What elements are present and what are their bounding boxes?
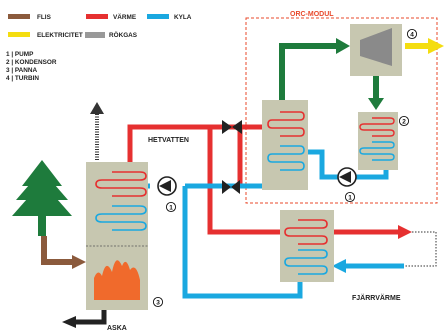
exchanger-cool-coil	[284, 249, 328, 275]
marker-condenser-label: 2	[402, 118, 406, 125]
hot-water-supply	[127, 124, 264, 162]
key-pump: 1 | PUMP	[6, 51, 34, 58]
boiler	[86, 162, 148, 310]
district-return-arrow	[332, 259, 346, 273]
key-kondensor: 2 | KONDENSOR	[6, 59, 57, 66]
district-heat-exchanger	[280, 210, 334, 282]
pipes	[41, 38, 444, 328]
key-turbin: 4 | TURBIN	[6, 75, 39, 82]
legend-label-kyla: KYLA	[174, 14, 192, 21]
condenser-heat-coil	[359, 117, 395, 137]
boiler-heat-coil	[95, 171, 147, 197]
orc-fluid-arrow-turbine	[336, 38, 350, 54]
valve-cool-water	[222, 180, 240, 194]
marker-boiler-label: 3	[156, 299, 160, 306]
fuel-arrow	[72, 255, 86, 269]
exchanger-heat-coil	[284, 219, 328, 245]
orc-fluid-arrow-condenser	[368, 98, 384, 110]
evaporator-cool-coil	[267, 145, 305, 171]
ash-arrow	[62, 316, 76, 328]
marker-turbine: 4	[406, 28, 418, 40]
flame-icon	[94, 260, 140, 300]
orc-module-label: ORC-MODUL	[290, 11, 334, 18]
legend: FLIS VÄRME KYLA ELEKTRICITET RÖKGAS 1 |	[6, 13, 192, 82]
hetvatten-label: HETVATTEN	[148, 137, 189, 144]
cool-condenser-line	[308, 149, 338, 180]
tree-icon	[12, 160, 72, 236]
marker-pump-1b: 1	[344, 191, 356, 203]
marker-turbine-label: 4	[410, 31, 414, 38]
ash-line	[74, 310, 107, 325]
legend-item-varme: VÄRME	[86, 13, 137, 21]
marker-pump-1a: 1	[165, 201, 177, 213]
legend-item-flis: FLIS	[8, 14, 52, 21]
legend-item-rokgas: RÖKGAS	[85, 30, 138, 39]
condenser	[358, 112, 398, 170]
pump-condenser	[337, 167, 357, 187]
legend-item-elektricitet: ELEKTRICITET	[8, 32, 83, 39]
marker-pump-1a-label: 1	[169, 204, 173, 211]
marker-condenser: 2	[398, 115, 410, 127]
legend-label-varme: VÄRME	[113, 13, 137, 21]
cool-return-to-boiler	[182, 186, 303, 299]
legend-label-flis: FLIS	[37, 14, 52, 21]
district-heating-loop	[404, 231, 437, 267]
orc-module-boundary	[245, 17, 438, 204]
legend-item-kyla: KYLA	[147, 14, 192, 21]
electricity-arrow	[428, 38, 444, 54]
marker-boiler: 3	[152, 296, 164, 308]
hot-water-branch	[207, 127, 280, 235]
fuel-line	[41, 236, 74, 265]
orc-fluid-to-turbine	[279, 43, 338, 100]
evaporator-heat-coil	[267, 111, 305, 137]
turbine-icon	[360, 28, 392, 66]
condenser-cool-coil	[359, 141, 395, 161]
legend-label-elektricitet: ELEKTRICITET	[37, 32, 83, 39]
marker-pump-1b-label: 1	[348, 194, 352, 201]
key-panna: 3 | PANNA	[6, 67, 38, 74]
district-heat-arrow	[398, 225, 412, 239]
turbine	[350, 24, 402, 76]
boiler-cool-coil	[95, 205, 147, 231]
valve-hot-water	[222, 120, 242, 134]
pump-boiler	[157, 176, 177, 196]
legend-label-rokgas: RÖKGAS	[109, 30, 138, 39]
legend-key: 1 | PUMP 2 | KONDENSOR 3 | PANNA 4 | TUR…	[6, 51, 57, 82]
flue-gas-arrow	[90, 102, 104, 114]
fjarrvarme-label: FJÄRRVÄRME	[352, 294, 401, 302]
aska-label: ASKA	[107, 325, 127, 332]
evaporator	[262, 100, 308, 190]
